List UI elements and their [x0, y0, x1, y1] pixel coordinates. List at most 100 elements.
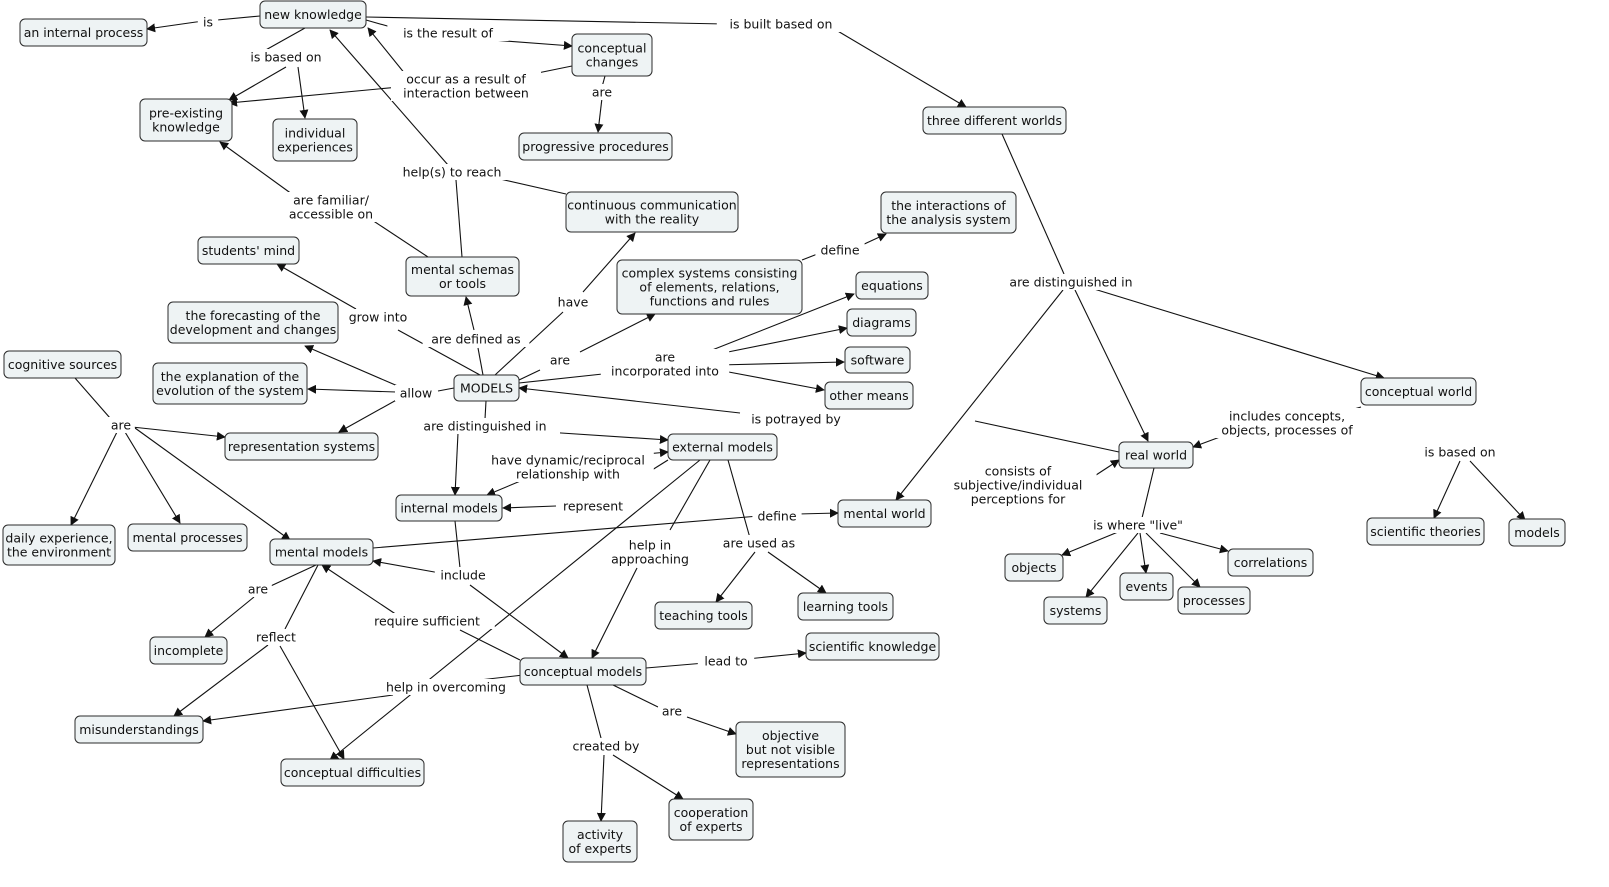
link-phrase-text: is based on [250, 50, 321, 65]
concept-node-box [1177, 586, 1251, 615]
concept-node-three-worlds[interactable]: three different worlds [922, 106, 1067, 135]
concept-node-cognitive[interactable]: cognitive sources [3, 350, 122, 379]
concept-node-daily[interactable]: daily experience,the environment [2, 524, 116, 566]
concept-node-conceptual-difficulties[interactable]: conceptual difficulties [280, 758, 425, 787]
concept-node-label: events [1125, 579, 1167, 594]
connector-26 [463, 296, 475, 331]
concept-node-box [922, 106, 1067, 135]
concept-node-box [269, 538, 374, 566]
concept-node-box [1119, 572, 1174, 601]
connector-71 [591, 567, 638, 659]
link-phrase-text: relationship with [516, 467, 620, 482]
link-phrase-require: require sufficient [359, 613, 495, 629]
concept-node-scientific-theories[interactable]: scientific theories [1366, 517, 1485, 546]
concept-node-label: mental schemas [411, 262, 514, 277]
concept-node-label: development and changes [170, 322, 336, 337]
concept-node-internal[interactable]: internal models [395, 494, 503, 522]
concept-node-misunderstandings[interactable]: misunderstandings [74, 715, 204, 744]
concept-node-other-means[interactable]: other means [824, 381, 914, 410]
concept-node-box [139, 98, 233, 142]
concept-node-diagrams[interactable]: diagrams [846, 308, 917, 337]
concept-node-label: equations [861, 278, 923, 293]
concept-node-learning-tools[interactable]: learning tools [797, 592, 894, 621]
link-phrase-background [281, 192, 381, 222]
concept-node-external[interactable]: external models [667, 433, 778, 461]
concept-node-students-mind[interactable]: students' mind [197, 236, 300, 265]
concept-node-label: models [1514, 525, 1559, 540]
concept-node-label: the environment [7, 545, 111, 560]
concept-node-new-knowledge[interactable]: new knowledge [259, 0, 367, 29]
concept-node-processes[interactable]: processes [1177, 586, 1251, 615]
link-phrase-text: consists of [985, 464, 1052, 479]
concept-node-progressive[interactable]: progressive procedures [518, 132, 673, 161]
link-phrase-built-on: is built based on [716, 16, 846, 32]
connector-44 [70, 431, 118, 526]
concept-node-conceptual-world[interactable]: conceptual world [1360, 377, 1477, 406]
link-phrase-help-reach: help(s) to reach [391, 164, 513, 180]
concept-node-label: representation systems [228, 439, 375, 454]
concept-node-label: of experts [679, 819, 742, 834]
link-phrase-text: are defined as [431, 332, 520, 347]
concept-node-label: knowledge [152, 120, 220, 135]
concept-node-box [1366, 517, 1485, 546]
concept-node-incomplete[interactable]: incomplete [149, 636, 228, 665]
concept-node-conceptual-models[interactable]: conceptual models [519, 657, 647, 686]
connector-7 [297, 66, 309, 119]
connector-77 [469, 584, 569, 659]
connector-40 [1080, 284, 1385, 380]
link-phrase-text: have dynamic/reciprocal [491, 453, 645, 468]
concept-node-representation[interactable]: representation systems [224, 432, 379, 461]
concept-node-scientific-knowledge[interactable]: scientific knowledge [805, 632, 940, 661]
concept-node-label: the analysis system [886, 212, 1010, 227]
concept-node-mental-processes[interactable]: mental processes [127, 523, 248, 552]
concept-node-models-cw[interactable]: models [1508, 518, 1566, 547]
concept-node-label: an internal process [24, 25, 144, 40]
concept-node-software[interactable]: software [844, 346, 911, 374]
concept-node-events[interactable]: events [1119, 572, 1174, 601]
concept-node-equations[interactable]: equations [855, 271, 929, 300]
link-phrase-text: reflect [256, 630, 296, 645]
concept-node-label: or tools [439, 276, 486, 291]
concept-node-box [565, 191, 739, 233]
concept-node-internal-process[interactable]: an internal process [19, 18, 148, 47]
connector-86 [645, 662, 706, 669]
concept-node-box [1227, 548, 1314, 577]
connector-43 [131, 426, 226, 441]
concept-node-objects[interactable]: objects [1004, 553, 1064, 582]
link-phrase-text: is built based on [730, 17, 833, 32]
concept-node-mental-world[interactable]: mental world [837, 499, 932, 528]
concept-node-label: pre-existing [149, 106, 223, 121]
concept-node-box [667, 433, 778, 461]
link-phrase-text: perceptions for [971, 492, 1066, 507]
concept-node-mental-models[interactable]: mental models [269, 538, 374, 566]
connector-24 [582, 232, 636, 293]
link-phrase-text: define [757, 509, 796, 524]
connector-30 [701, 292, 855, 355]
connector-17 [371, 219, 429, 258]
concept-node-box [2, 524, 116, 566]
concept-node-models-main[interactable]: MODELS [453, 374, 520, 402]
concept-node-box [1043, 596, 1108, 625]
link-phrase-background [752, 508, 802, 524]
link-phrase-allow: allow [395, 385, 437, 401]
concept-node-teaching-tools[interactable]: teaching tools [654, 601, 753, 630]
concept-node-real-world[interactable]: real world [1118, 441, 1194, 469]
concept-node-correlations[interactable]: correlations [1227, 548, 1314, 577]
connector-29 [518, 372, 613, 384]
concept-node-label: correlations [1234, 555, 1308, 570]
concept-node-label: objects [1011, 560, 1056, 575]
concept-node-systems[interactable]: systems [1043, 596, 1108, 625]
